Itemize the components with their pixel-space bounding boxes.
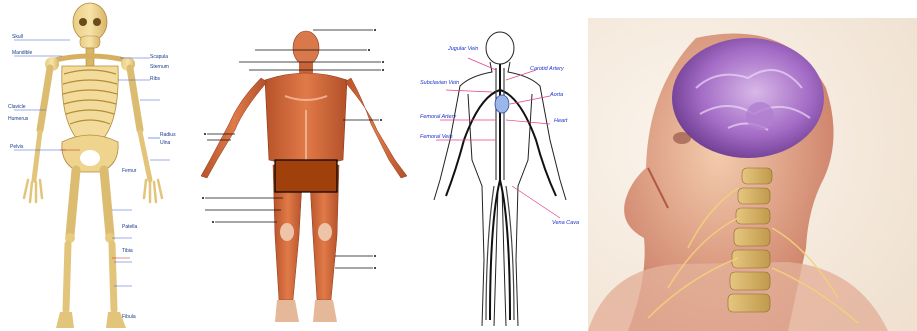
label-radius: Radius: [160, 132, 176, 138]
skeleton-illustration: Skull Mandible Clavicle Humerus Pelvis S…: [0, 0, 195, 331]
skeleton-drawing: Skull Mandible Clavicle Humerus Pelvis S…: [0, 0, 195, 331]
brain-shape: [672, 38, 824, 158]
label-vena-cava: Vena Cava: [552, 220, 579, 226]
head-nervous-system-image: [588, 18, 917, 331]
label-scapula: Scapula: [150, 54, 168, 60]
label-skull: Skull: [12, 34, 23, 40]
label-tibia: Tibia: [122, 248, 133, 254]
label-ulna: Ulna: [160, 140, 171, 146]
label-sternum: Sternum: [150, 64, 169, 70]
label-femoral-artery: Femoral Artery: [420, 114, 457, 120]
label-carotid-artery: Carotid Artery: [530, 66, 565, 72]
label-mandible: Mandible: [12, 50, 33, 56]
label-humerus: Humerus: [8, 116, 29, 122]
label-femoral-vein: Femoral Vein: [420, 134, 453, 140]
censor-block: [275, 160, 337, 192]
label-subclavian-vein: Subclavian Vein: [420, 80, 459, 86]
label-patella: Patella: [122, 224, 138, 230]
label-heart: Heart: [554, 118, 568, 124]
label-femur: Femur: [122, 168, 137, 174]
label-clavicle: Clavicle: [8, 104, 26, 110]
label-fibula: Fibula: [122, 314, 136, 320]
label-ribs: Ribs: [150, 76, 161, 82]
label-jugular-vein: Jugular Vein: [447, 46, 478, 52]
muscle-drawing: [195, 0, 420, 331]
muscle-illustration: [195, 0, 420, 331]
circulatory-illustration: Jugular Vein Carotid Artery Subclavian V…: [420, 0, 583, 331]
label-pelvis: Pelvis: [10, 144, 24, 150]
circulatory-drawing: Jugular Vein Carotid Artery Subclavian V…: [420, 0, 583, 331]
head-drawing: [588, 18, 917, 331]
heart-shape: [495, 95, 509, 113]
label-aorta: Aorta: [549, 92, 563, 98]
